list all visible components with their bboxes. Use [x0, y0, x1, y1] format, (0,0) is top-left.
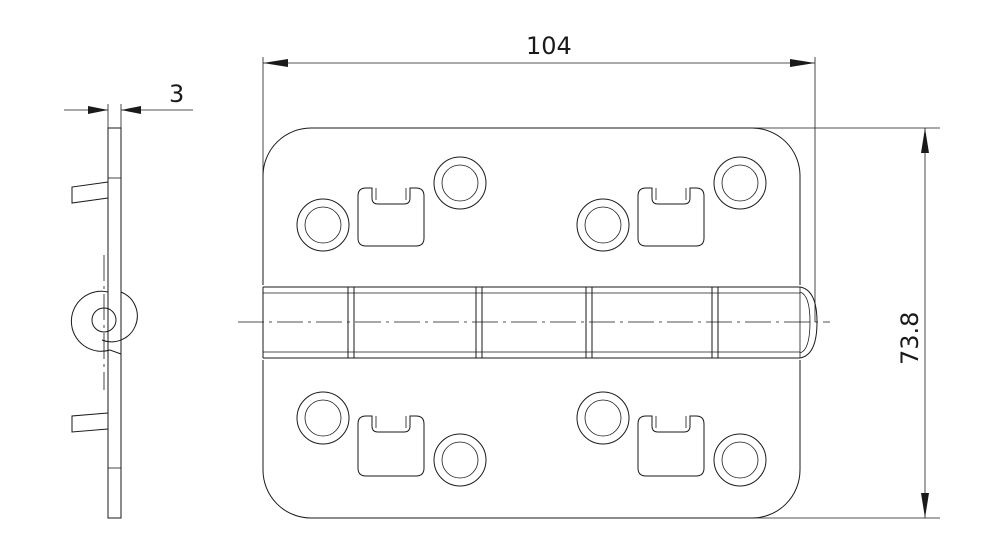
slot	[637, 187, 705, 247]
side-view-upper-tab	[71, 181, 109, 204]
height-dimension-label: 73.8	[896, 312, 924, 365]
width-dimension: 104	[262, 32, 816, 322]
side-view	[70, 127, 138, 519]
hole	[433, 433, 487, 487]
thickness-dimension: 3	[64, 80, 193, 128]
hole	[713, 156, 767, 210]
thickness-dimension-label: 3	[169, 80, 184, 108]
hole	[576, 391, 630, 445]
slot	[637, 415, 705, 477]
hole	[433, 156, 487, 210]
knuckle-strip	[262, 286, 818, 359]
hole	[713, 433, 767, 487]
slot	[357, 415, 425, 477]
hole	[576, 198, 630, 252]
side-view-plate	[107, 127, 122, 519]
mounting-holes	[296, 156, 767, 487]
front-view	[238, 127, 830, 519]
slot	[357, 187, 425, 247]
hole	[296, 391, 350, 445]
side-view-lower-tab	[71, 412, 109, 433]
height-dimension: 73.8	[752, 127, 940, 519]
square-slots	[357, 187, 705, 477]
side-view-knuckle	[70, 290, 138, 355]
hinge-plate-outline	[262, 127, 801, 519]
hole	[296, 198, 350, 252]
width-dimension-label: 104	[526, 32, 572, 60]
